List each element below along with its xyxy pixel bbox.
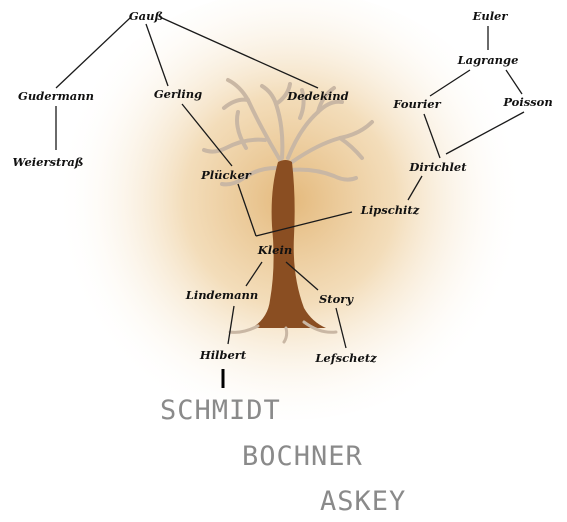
node-weierstrass: Weierstraß bbox=[12, 155, 83, 169]
descendant-schmidt: SCHMIDT bbox=[160, 396, 281, 426]
descendant-askey: ASKEY bbox=[320, 487, 406, 517]
node-pluecker: Plücker bbox=[201, 168, 251, 182]
node-fourier: Fourier bbox=[393, 97, 440, 111]
node-klein: Klein bbox=[258, 243, 292, 257]
node-dirichlet: Dirichlet bbox=[409, 160, 466, 174]
node-lipschitz: Lipschitz bbox=[361, 203, 420, 217]
node-poisson: Poisson bbox=[503, 95, 552, 109]
node-lagrange: Lagrange bbox=[458, 53, 519, 67]
descendant-bochner: BOCHNER bbox=[242, 442, 363, 472]
node-story: Story bbox=[319, 292, 353, 306]
node-hilbert: Hilbert bbox=[200, 348, 246, 362]
node-gudermann: Gudermann bbox=[18, 89, 94, 103]
node-gerling: Gerling bbox=[154, 87, 202, 101]
node-lefschetz: Lefschetz bbox=[315, 351, 376, 365]
node-lindemann: Lindemann bbox=[186, 288, 259, 302]
node-euler: Euler bbox=[473, 9, 508, 23]
node-dedekind: Dedekind bbox=[287, 89, 348, 103]
node-gauss: Gauß bbox=[129, 9, 163, 23]
